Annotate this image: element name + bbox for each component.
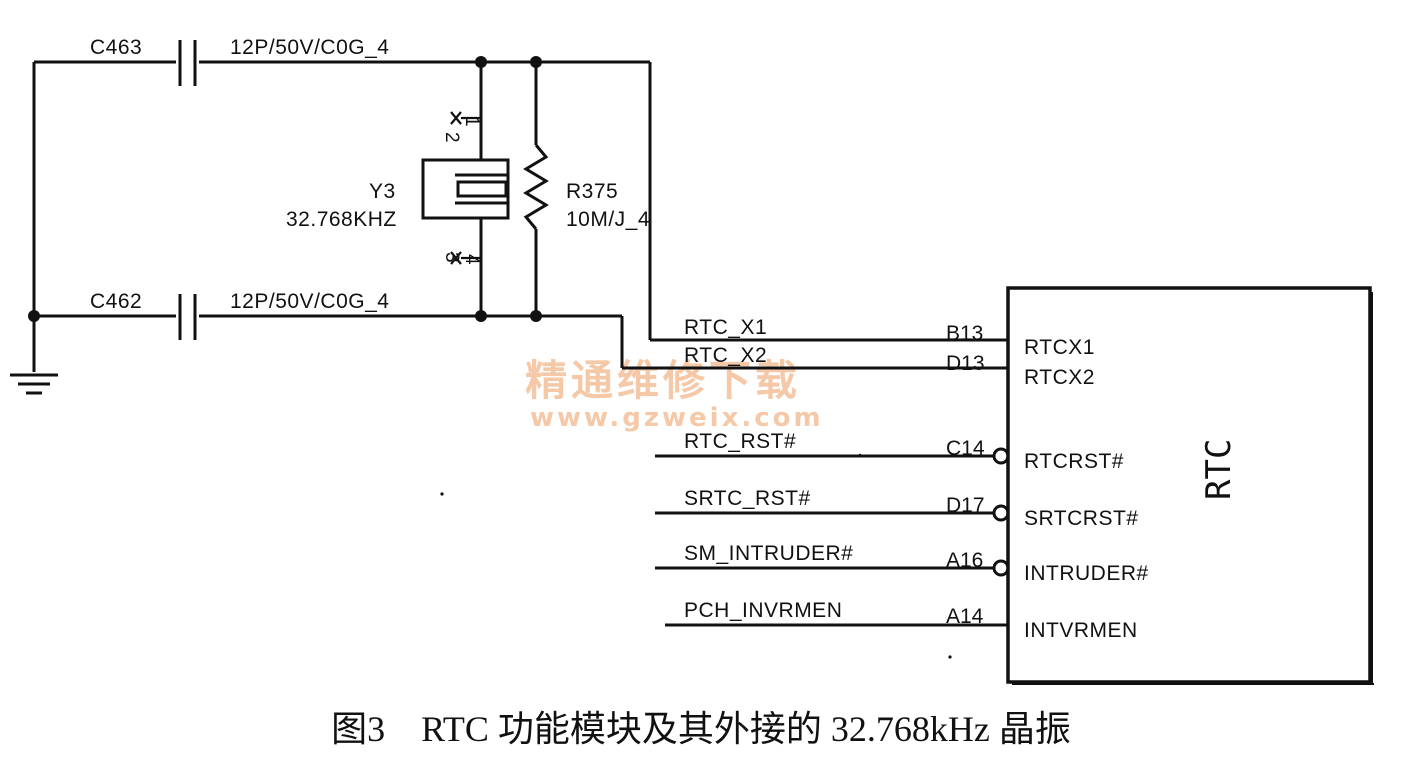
resistor-ref-label: R375 [566,180,618,203]
ground-icon [10,373,58,395]
net-label-srtc-rst: SRTC_RST# [684,487,811,510]
chip-label-rtc: RTC [1199,439,1239,500]
pin-name-srtcrst: SRTCRST# [1024,507,1138,530]
watermark-chinese: 精通维修下载 [525,356,801,405]
pin-number-b13: B13 [946,322,983,345]
pin-name-intvrmen: INTVRMEN [1024,619,1138,642]
crystal-value-label: 32.768KHZ [286,208,397,231]
pin-number-d13: D13 [946,352,985,375]
net-label-rtc-x2: RTC_X2 [684,344,767,367]
c463-value-label: 12P/50V/C0G_4 [230,36,389,59]
pin-name-rtcrst: RTCRST# [1024,450,1124,473]
c462-value-label: 12P/50V/C0G_4 [230,290,389,313]
schematic-svg: 精通维修下载 www.gzweix.com [10,36,1374,685]
watermark-url: www.gzweix.com [530,403,824,433]
scan-speck [948,655,952,659]
scan-speck [440,492,444,496]
c462-ref-label: C462 [90,290,142,313]
c462-capacitor-symbol [178,294,197,340]
resistor-value-label: 10M/J_4 [566,208,650,231]
rtcrst-inversion-bubble [992,447,1010,465]
crystal-pin-3: 3 [441,252,462,263]
crystal-pin-1: 1 [461,116,482,127]
net-label-rtc-x1: RTC_X1 [684,316,767,339]
crystal-pin-2: 2 [441,132,462,143]
pin-name-rtcx1: RTCX1 [1024,336,1095,359]
resistor-zigzag-symbol [523,144,549,230]
pin-number-d17: D17 [946,494,985,517]
rtc-chip-body [1006,286,1372,684]
scan-speck [858,453,862,457]
pin-name-rtcx2: RTCX2 [1024,366,1095,389]
net-label-rtc-rst: RTC_RST# [684,430,796,453]
crystal-pin-4: 4 [461,254,482,265]
srtcrst-inversion-bubble [992,504,1010,522]
net-label-pch-invrmen: PCH_INVRMEN [684,599,842,622]
pin-name-intruder: INTRUDER# [1024,562,1149,585]
figure-caption: 图3 RTC 功能模块及其外接的 32.768kHz 晶振 [331,709,1071,749]
pin-number-a14: A14 [946,605,984,628]
intruder-inversion-bubble [992,559,1010,577]
c463-capacitor-symbol [178,40,197,86]
net-label-sm-intruder: SM_INTRUDER# [684,542,853,565]
crystal-nc-markers [450,111,481,265]
crystal-symbol [421,158,510,220]
c463-ref-label: C463 [90,36,142,59]
pin-number-c14: C14 [946,437,985,460]
pin-number-a16: A16 [946,549,983,572]
crystal-ref-label: Y3 [369,180,396,203]
